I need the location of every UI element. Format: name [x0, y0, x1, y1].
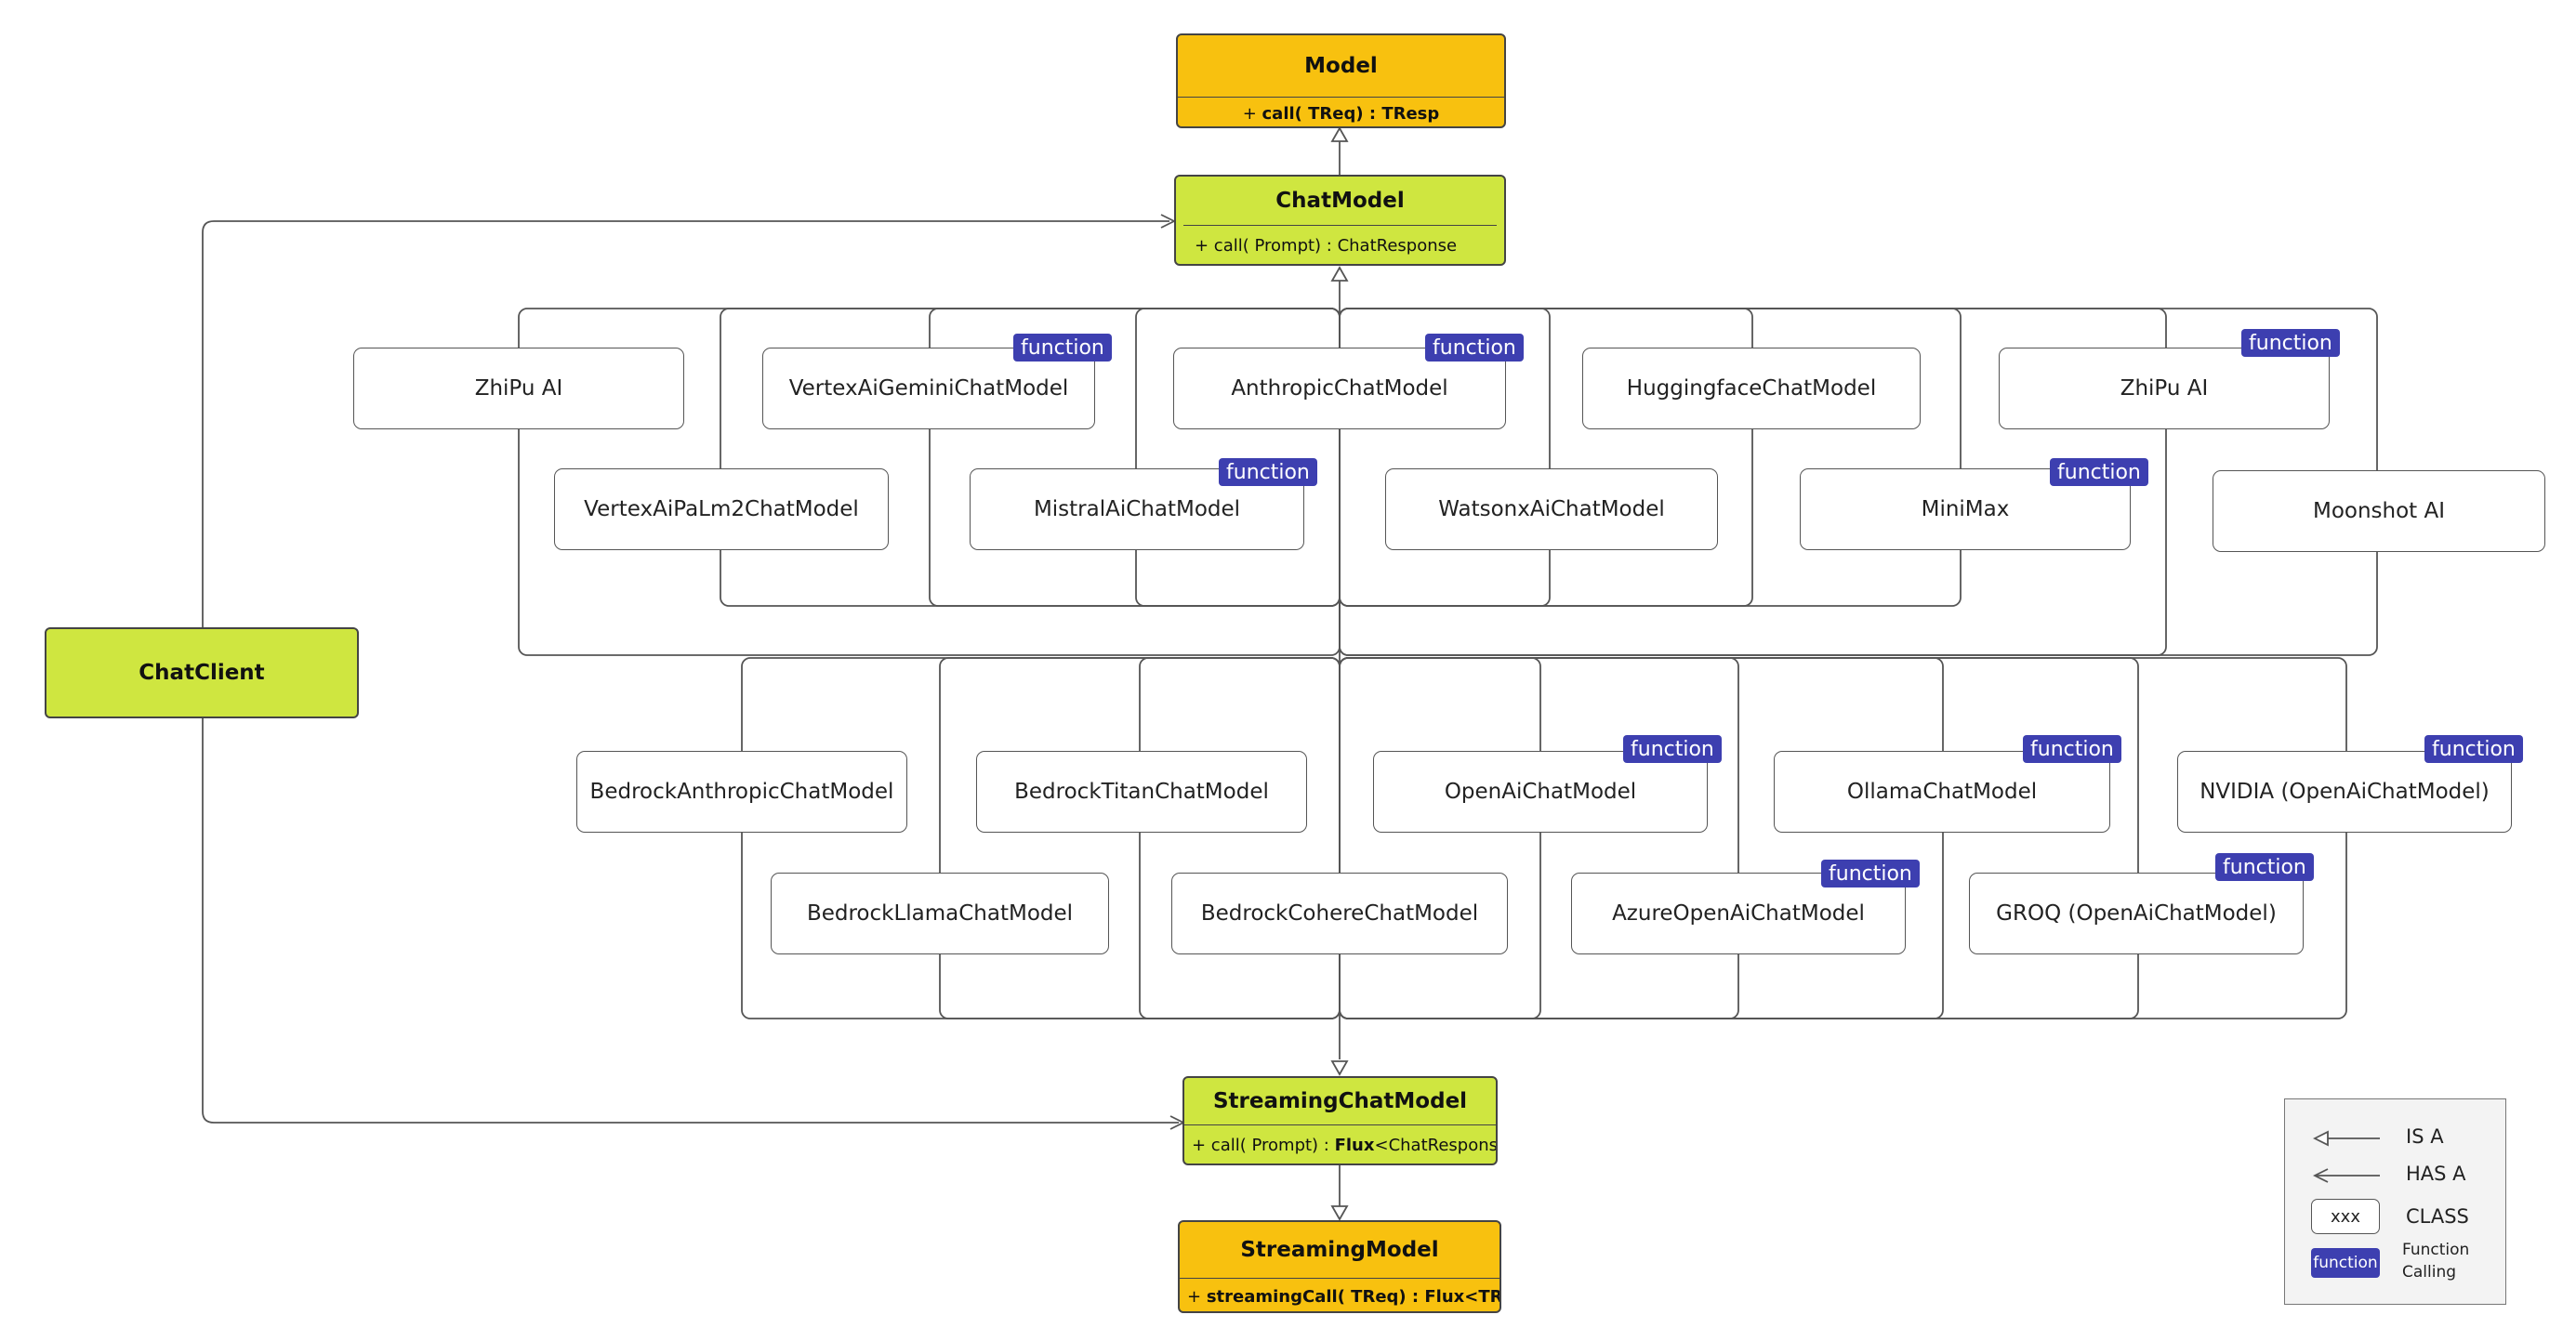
class-watsonxai-chat-model[interactable]: WatsonxAiChatModel: [1385, 468, 1718, 550]
function-calling-badge: function: [2215, 853, 2314, 881]
chat-model-title: ChatModel: [1183, 177, 1497, 226]
isa-arrowhead: [1330, 266, 1349, 282]
isa-arrowhead: [1330, 126, 1349, 142]
legend-hasa-icon: [2313, 1168, 2380, 1183]
class-moonshot-ai[interactable]: Moonshot AI: [2213, 470, 2545, 552]
function-calling-badge: function: [2424, 735, 2523, 763]
class-bedrock-cohere-chat-model[interactable]: BedrockCohereChatModel: [1171, 873, 1508, 954]
streaming-chat-model-title: StreamingChatModel: [1184, 1078, 1496, 1125]
class-bedrock-titan-chat-model[interactable]: BedrockTitanChatModel: [976, 751, 1307, 833]
legend-class-label: CLASS: [2406, 1205, 2469, 1228]
model-method: + call( TReq) : TResp: [1242, 103, 1440, 124]
chat-client-title: ChatClient: [139, 661, 265, 685]
function-calling-badge: function: [1623, 735, 1722, 763]
function-calling-badge: function: [1013, 334, 1112, 362]
legend-hasa-label: HAS A: [2406, 1163, 2466, 1185]
isa-arrowhead: [1330, 1060, 1349, 1076]
chat-model-interface[interactable]: ChatModel + call( Prompt) : ChatResponse: [1174, 175, 1506, 266]
class-zhipu-ai-function[interactable]: ZhiPu AI: [1999, 348, 2330, 429]
class-groq-openai-chat-model[interactable]: GROQ (OpenAiChatModel): [1969, 873, 2304, 954]
class-bedrock-llama-chat-model[interactable]: BedrockLlamaChatModel: [771, 873, 1109, 954]
function-calling-badge: function: [1219, 458, 1317, 486]
class-bedrock-anthropic-chat-model[interactable]: BedrockAnthropicChatModel: [576, 751, 907, 833]
class-openai-chat-model[interactable]: OpenAiChatModel: [1373, 751, 1708, 833]
class-nvidia-openai-chat-model[interactable]: NVIDIA (OpenAiChatModel): [2177, 751, 2512, 833]
function-calling-badge: function: [2050, 458, 2148, 486]
class-vertexai-palm2-chat-model[interactable]: VertexAiPaLm2ChatModel: [554, 468, 889, 550]
function-calling-badge: function: [1425, 334, 1524, 362]
legend-isa-label: IS A: [2406, 1125, 2444, 1148]
class-ollama-chat-model[interactable]: OllamaChatModel: [1774, 751, 2110, 833]
legend-isa-icon: [2313, 1130, 2380, 1147]
function-calling-badge: function: [2241, 329, 2340, 357]
chat-client-class[interactable]: ChatClient: [45, 627, 359, 718]
model-title: Model: [1178, 35, 1504, 98]
streaming-model-method: + streamingCall( TReq) : Flux<TResp>: [1187, 1286, 1499, 1307]
legend-class-sample: xxx: [2311, 1199, 2380, 1234]
function-calling-badge: function: [2023, 735, 2121, 763]
isa-arrowhead: [1330, 1205, 1349, 1221]
streaming-chat-model-method: + call( Prompt) : Flux<ChatResponse>: [1192, 1135, 1498, 1155]
legend-function-label: Function Calling: [2402, 1241, 2470, 1282]
model-interface[interactable]: Model + call( TReq) : TResp: [1176, 33, 1506, 128]
chatclient-to-streamingchatmodel-edge: [202, 718, 1179, 1124]
class-zhipu-ai[interactable]: ZhiPu AI: [353, 348, 684, 429]
streaming-model-interface[interactable]: StreamingModel + streamingCall( TReq) : …: [1178, 1220, 1501, 1313]
streaming-model-title: StreamingModel: [1180, 1222, 1499, 1279]
legend: IS A HAS A xxx CLASS function Function C…: [2284, 1098, 2506, 1305]
streaming-chat-model-interface[interactable]: StreamingChatModel + call( Prompt) : Flu…: [1182, 1076, 1498, 1165]
function-calling-badge: function: [1821, 860, 1920, 887]
class-huggingface-chat-model[interactable]: HuggingfaceChatModel: [1582, 348, 1921, 429]
legend-function-sample: function: [2311, 1248, 2380, 1278]
chat-model-method: + call( Prompt) : ChatResponse: [1195, 235, 1458, 256]
chatclient-to-chatmodel-edge: [202, 220, 1169, 627]
